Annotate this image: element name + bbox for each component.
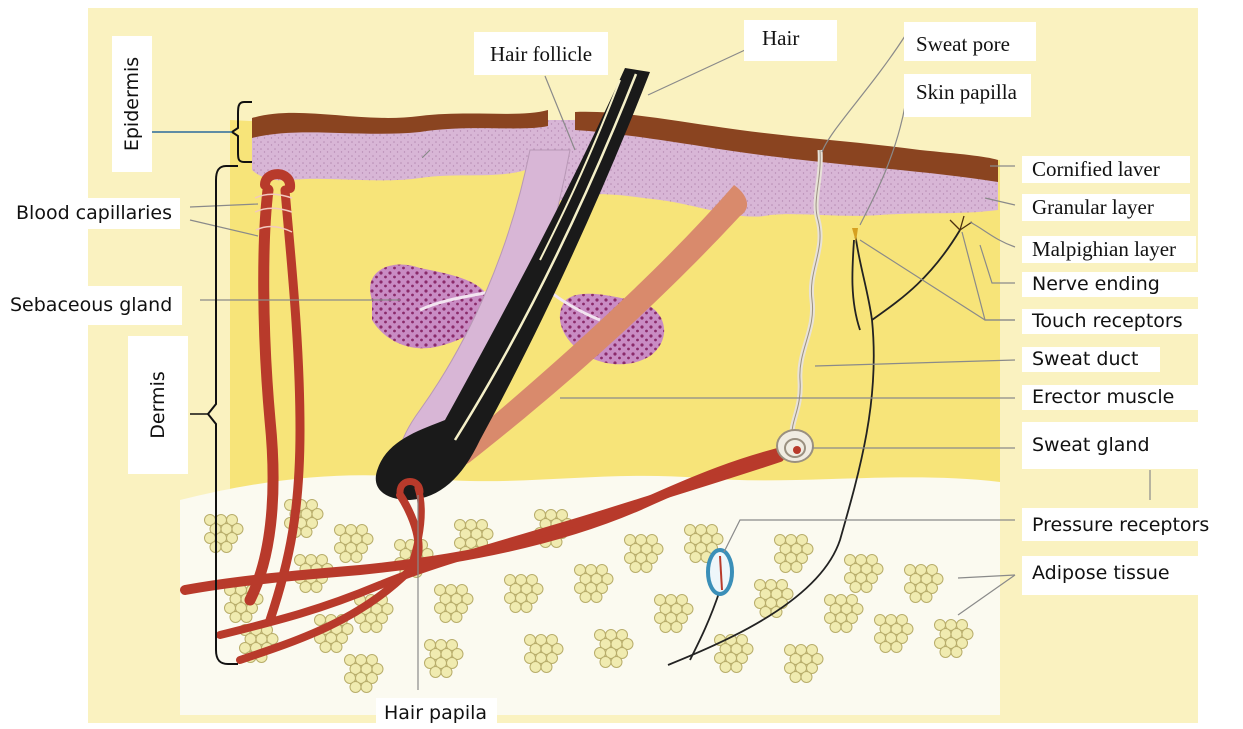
sebaceous-gland-label: Sebaceous gland [0,286,182,325]
nerve-ending-label: Nerve ending [1022,272,1216,297]
pressure-receptor [708,550,732,594]
skin-papilla-label: Skin papilla [904,74,1031,117]
epidermis-label: Epidermis [112,36,152,172]
blood-capillaries-label: Blood capillaries [8,198,180,229]
erector-muscle-label: Erector muscle [1022,385,1224,410]
sweat-gland-label: Sweat gland [1022,422,1202,469]
hair-papila-label: Hair papila [376,698,497,729]
cornified-layer-label: Cornified laver [1022,156,1190,183]
touch-receptors-label: Touch receptors [1022,309,1211,334]
hair-label: Hair [744,20,837,61]
adipose-tissue-label: Adipose tissue [1022,556,1220,595]
hair-follicle-label: Hair follicle [474,32,608,75]
malpighian-layer-label: Malpighian layer [1022,236,1196,263]
sweat-duct-label: Sweat duct [1022,347,1160,372]
sweat-gland [777,430,813,462]
dermis-label: Dermis [128,336,188,474]
pressure-receptors-label: Pressure receptors [1022,508,1217,541]
sweat-pore-label: Sweat pore [904,22,1036,61]
granular-layer-label: Granular layer [1022,194,1190,221]
